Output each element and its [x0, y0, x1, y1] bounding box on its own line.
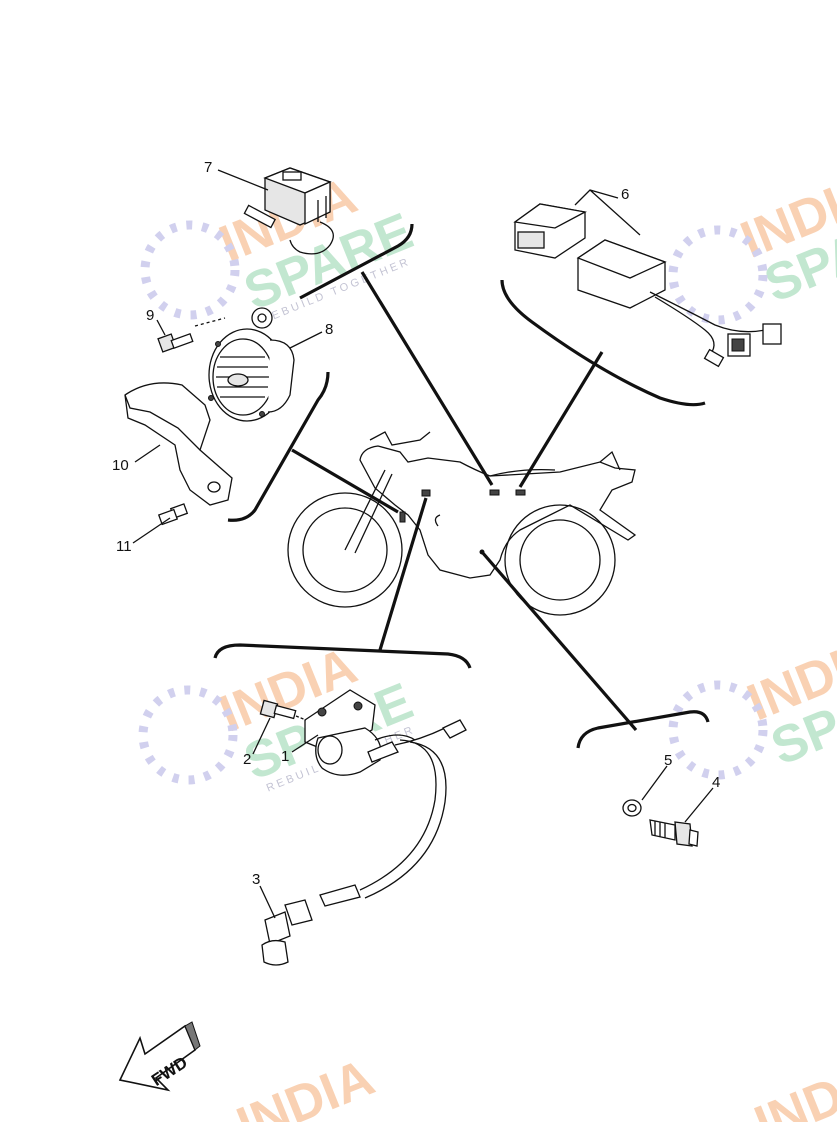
callout-number-7: 7 — [204, 159, 212, 176]
callout-number-4: 4 — [712, 774, 720, 791]
leader-line-4 — [480, 550, 638, 732]
callout-number-3: 3 — [252, 871, 260, 888]
callout-leader-7 — [217, 169, 269, 191]
callout-number-9: 9 — [146, 307, 154, 324]
front-fork — [344, 469, 386, 551]
watermark-middle-right: INDIA SPARE — [668, 626, 837, 780]
callout-leader-8 — [289, 331, 323, 349]
location-mark-6 — [515, 489, 526, 496]
frame-bracket-top-left — [299, 223, 414, 300]
location-mark-8 — [421, 489, 431, 497]
callout-number-2: 2 — [243, 751, 251, 768]
part-7-flasher-relay[interactable] — [243, 167, 334, 255]
watermark-wrench-icon — [138, 685, 238, 785]
front-fork-inner — [354, 473, 393, 554]
callout-leader-5 — [641, 765, 668, 801]
frame-bracket-top-right — [500, 279, 706, 407]
part-3-speedometer-cable[interactable] — [261, 739, 447, 966]
leader-line-1 — [378, 497, 428, 651]
rear-wheel — [504, 504, 616, 616]
callout-leader-11 — [132, 517, 171, 544]
body-outline — [359, 445, 637, 579]
part-8-horn[interactable] — [208, 307, 295, 422]
part-5-washer[interactable] — [622, 799, 642, 817]
part-9-bolt[interactable] — [157, 317, 226, 353]
front-wheel-rim — [302, 507, 388, 593]
frame-bracket-bottom-right — [576, 710, 710, 749]
location-mark-horn — [399, 511, 406, 523]
location-mark-1 — [434, 514, 441, 527]
fwd-direction-arrow: FWD — [118, 1021, 201, 1092]
watermark-wrench-icon — [140, 220, 240, 320]
rear-wheel-rim — [519, 519, 601, 601]
callout-leader-2 — [252, 717, 271, 755]
frame-bracket-middle — [213, 643, 472, 669]
callout-leader-4 — [684, 787, 714, 823]
watermark-top-right: INDIA SPARE — [668, 163, 837, 325]
part-10-bracket[interactable] — [124, 382, 233, 506]
callout-number-1: 1 — [281, 748, 289, 765]
watermark-india-text: INDIA — [747, 1047, 837, 1122]
location-mark-4 — [479, 549, 485, 555]
watermark-wrench-icon — [668, 680, 768, 780]
callout-number-5: 5 — [664, 752, 672, 769]
leader-line-8 — [291, 448, 399, 514]
callout-leader-9 — [156, 319, 166, 336]
part-6-electrical-units[interactable] — [513, 203, 782, 368]
front-wheel — [287, 492, 403, 608]
fuel-tank-line — [489, 468, 556, 477]
leader-line-7 — [360, 271, 494, 486]
watermark-wrench-icon — [668, 225, 768, 325]
tail-light-line — [599, 450, 621, 471]
part-11-bolt[interactable] — [157, 503, 189, 526]
callout-leader-1 — [291, 734, 319, 753]
callout-leader-10 — [134, 444, 161, 463]
callout-leader-6 — [574, 189, 641, 236]
part-1-speedometer-unit[interactable] — [304, 689, 467, 776]
location-mark-7 — [489, 489, 500, 496]
motorcycle-silhouette — [287, 431, 637, 616]
watermark-bottom: INDIA INDIA — [229, 1047, 837, 1122]
callout-number-10: 10 — [112, 457, 129, 474]
callout-leader-3 — [259, 885, 276, 919]
watermark-india-text: INDIA — [229, 1048, 382, 1122]
handlebar — [369, 431, 431, 446]
leader-line-6 — [518, 351, 604, 488]
callout-number-8: 8 — [325, 321, 333, 338]
part-2-bolt[interactable] — [259, 699, 307, 721]
callout-number-11: 11 — [116, 538, 132, 555]
callout-number-6: 6 — [621, 186, 629, 203]
frame-bracket-middle-left — [227, 371, 330, 522]
part-4-switch[interactable] — [649, 819, 699, 847]
